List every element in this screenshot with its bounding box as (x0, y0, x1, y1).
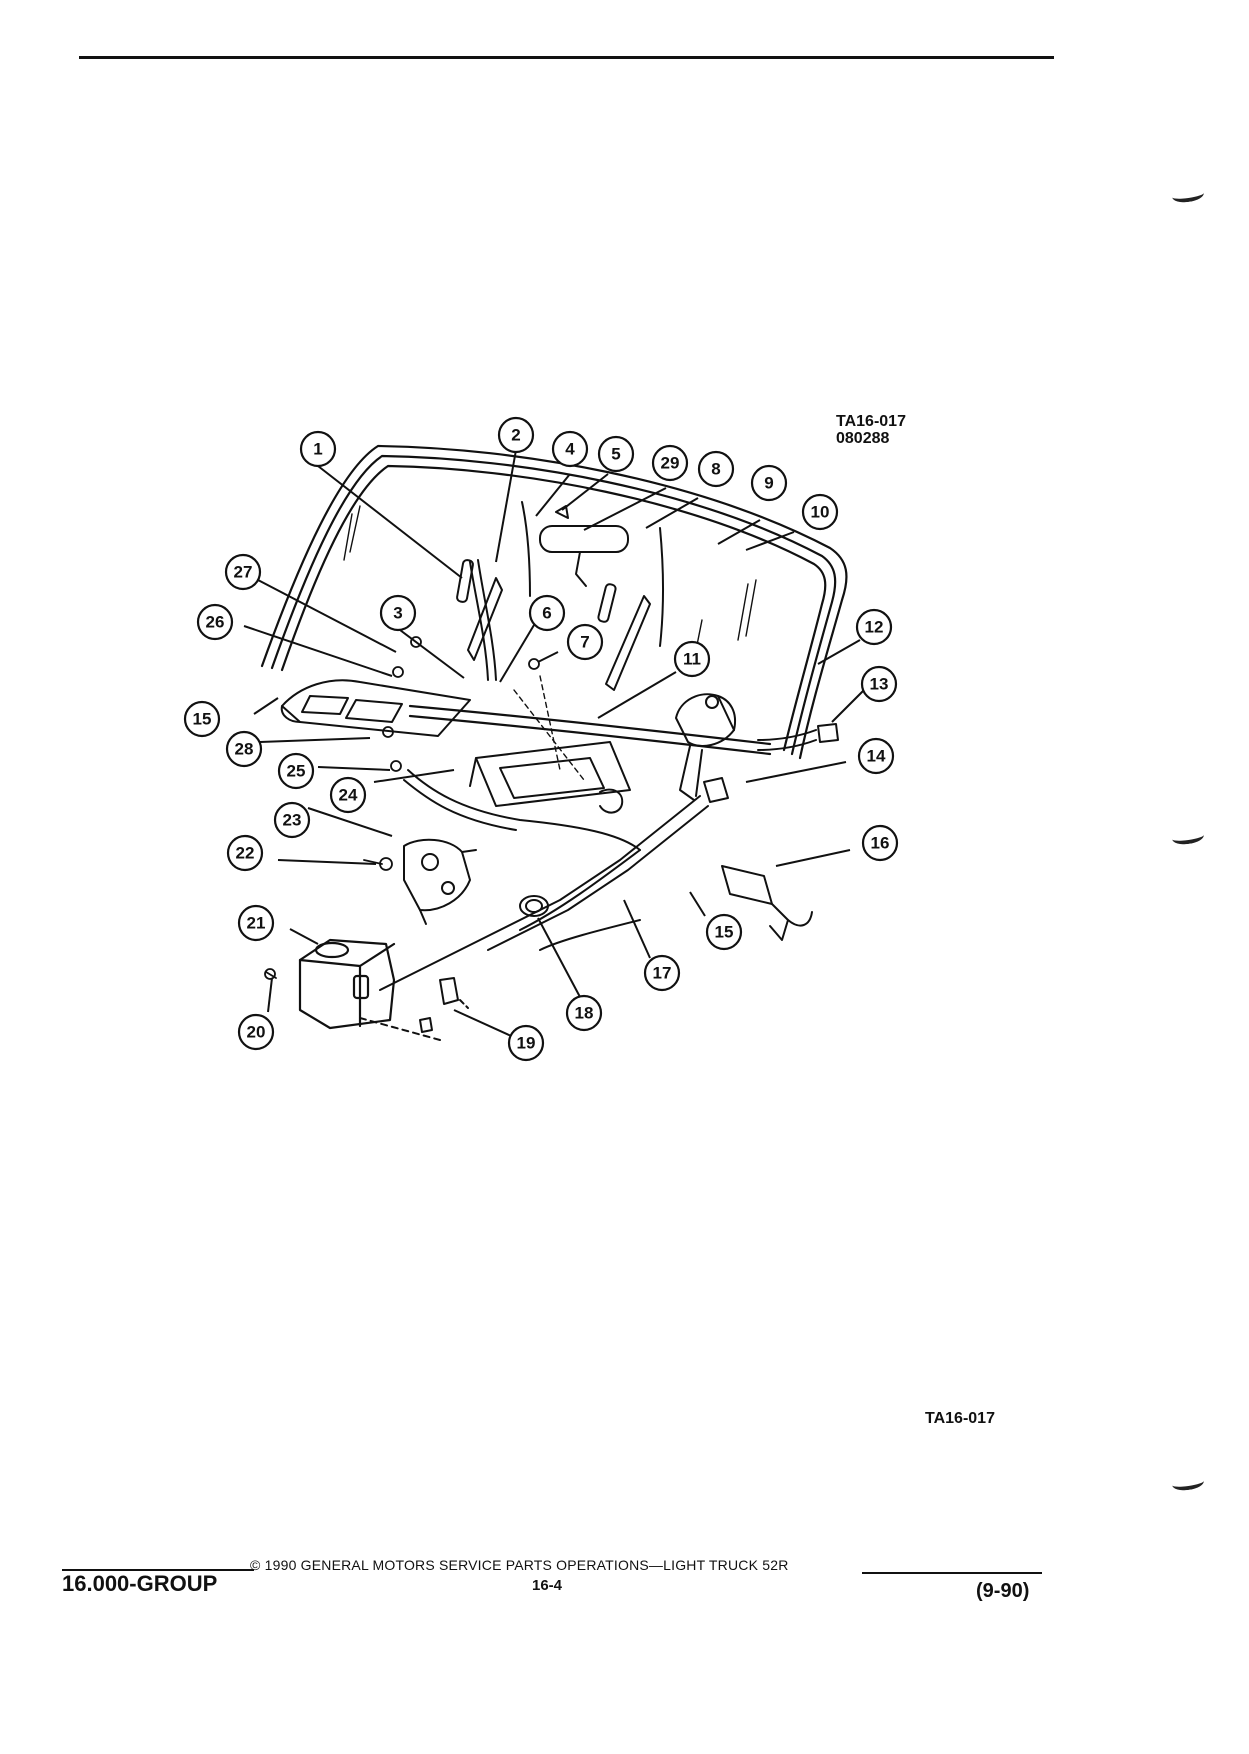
callout-8 (697, 450, 735, 488)
footer-copyright-rule (862, 1572, 1042, 1574)
callout-number: 2 (511, 426, 520, 445)
footer-copyright: © 1990 GENERAL MOTORS SERVICE PARTS OPER… (250, 1557, 789, 1573)
callout-number: 11 (683, 650, 701, 669)
callout-number: 6 (542, 604, 551, 623)
callout-27 (224, 553, 262, 591)
callout-21 (237, 904, 275, 942)
callout-number: 9 (764, 474, 773, 493)
rear-view-mirror (539, 505, 629, 587)
callout-17 (643, 954, 681, 992)
wiper-transmission (469, 741, 631, 814)
callout-numbers: 1 2 3 4 5 6 7 8 9 10 11 12 13 14 15 15 1… (193, 426, 890, 1053)
callout-22 (226, 834, 264, 872)
callout-4 (551, 430, 589, 468)
callout-12 (855, 608, 893, 646)
callout-number: 15 (193, 710, 212, 729)
callout-number: 3 (393, 604, 402, 623)
callout-number: 20 (247, 1023, 266, 1042)
page-number: 16-4 (532, 1577, 563, 1594)
callout-number: 14 (867, 747, 886, 766)
callout-number: 7 (580, 633, 589, 652)
callout-number: 4 (565, 440, 575, 459)
callout-24 (329, 776, 367, 814)
revision-date: (9-90) (976, 1580, 1030, 1602)
figure-code: TA16-017 (925, 1410, 995, 1427)
footer-group-rule (62, 1569, 254, 1571)
callout-number: 25 (287, 762, 306, 781)
callout-number: 29 (661, 454, 680, 473)
washer-nozzle (359, 977, 469, 1041)
callout-18 (565, 994, 603, 1032)
electrical-connector (721, 865, 813, 941)
callout-19 (507, 1024, 545, 1062)
callout-7 (566, 623, 604, 661)
callout-number: 27 (234, 563, 253, 582)
cowl-panel (280, 679, 471, 737)
callout-number: 12 (865, 618, 884, 637)
callout-15b (705, 913, 743, 951)
callout-number: 22 (236, 844, 255, 863)
callout-2 (497, 416, 535, 454)
callout-number: 1 (313, 440, 322, 459)
callout-5 (597, 435, 635, 473)
callout-number: 17 (653, 964, 672, 983)
callout-26 (196, 603, 234, 641)
callout-number: 26 (206, 613, 225, 632)
callout-leaders (243, 449, 865, 1041)
figure-ref-code: TA16-017 (836, 413, 906, 430)
callout-number: 21 (247, 914, 266, 933)
footer-group: 16.000-GROUP (62, 1571, 218, 1596)
callout-number: 15 (715, 923, 734, 942)
callout-circles (183, 416, 899, 1062)
callout-25 (277, 752, 315, 790)
callout-13 (860, 665, 898, 703)
callout-28 (225, 730, 263, 768)
callout-20 (237, 1013, 275, 1051)
callout-15a (183, 700, 221, 738)
callout-10 (801, 493, 839, 531)
callout-number: 19 (517, 1034, 536, 1053)
callout-number: 18 (575, 1004, 594, 1023)
fasteners (264, 636, 540, 980)
callout-16 (861, 824, 899, 862)
callout-1 (299, 430, 337, 468)
figure-ref-date: 080288 (836, 430, 890, 447)
callout-14 (857, 737, 895, 775)
callout-number: 10 (811, 503, 830, 522)
linkage-tube (408, 704, 772, 756)
callout-number: 13 (870, 675, 889, 694)
wiper-motor (675, 693, 736, 801)
callout-23 (273, 801, 311, 839)
coiled-tube (519, 895, 549, 917)
callout-3 (379, 594, 417, 632)
header-rule (79, 56, 1054, 59)
glass-glare (343, 505, 757, 661)
washer-reservoir (298, 938, 396, 1030)
callout-29 (651, 444, 689, 482)
washer-pump (403, 838, 477, 925)
callout-6 (528, 594, 566, 632)
callout-number: 24 (339, 786, 358, 805)
wiper-assemblies (456, 501, 664, 691)
callout-number: 5 (611, 445, 620, 464)
callout-number: 8 (711, 460, 720, 479)
callout-11 (673, 640, 711, 678)
right-brackets (703, 723, 839, 803)
callout-number: 23 (283, 811, 302, 830)
callout-number: 16 (871, 834, 890, 853)
washer-hoses (379, 769, 709, 991)
callout-number: 28 (235, 740, 254, 759)
callout-9 (750, 464, 788, 502)
figure-reference: TA16-017 080288 (836, 413, 906, 447)
